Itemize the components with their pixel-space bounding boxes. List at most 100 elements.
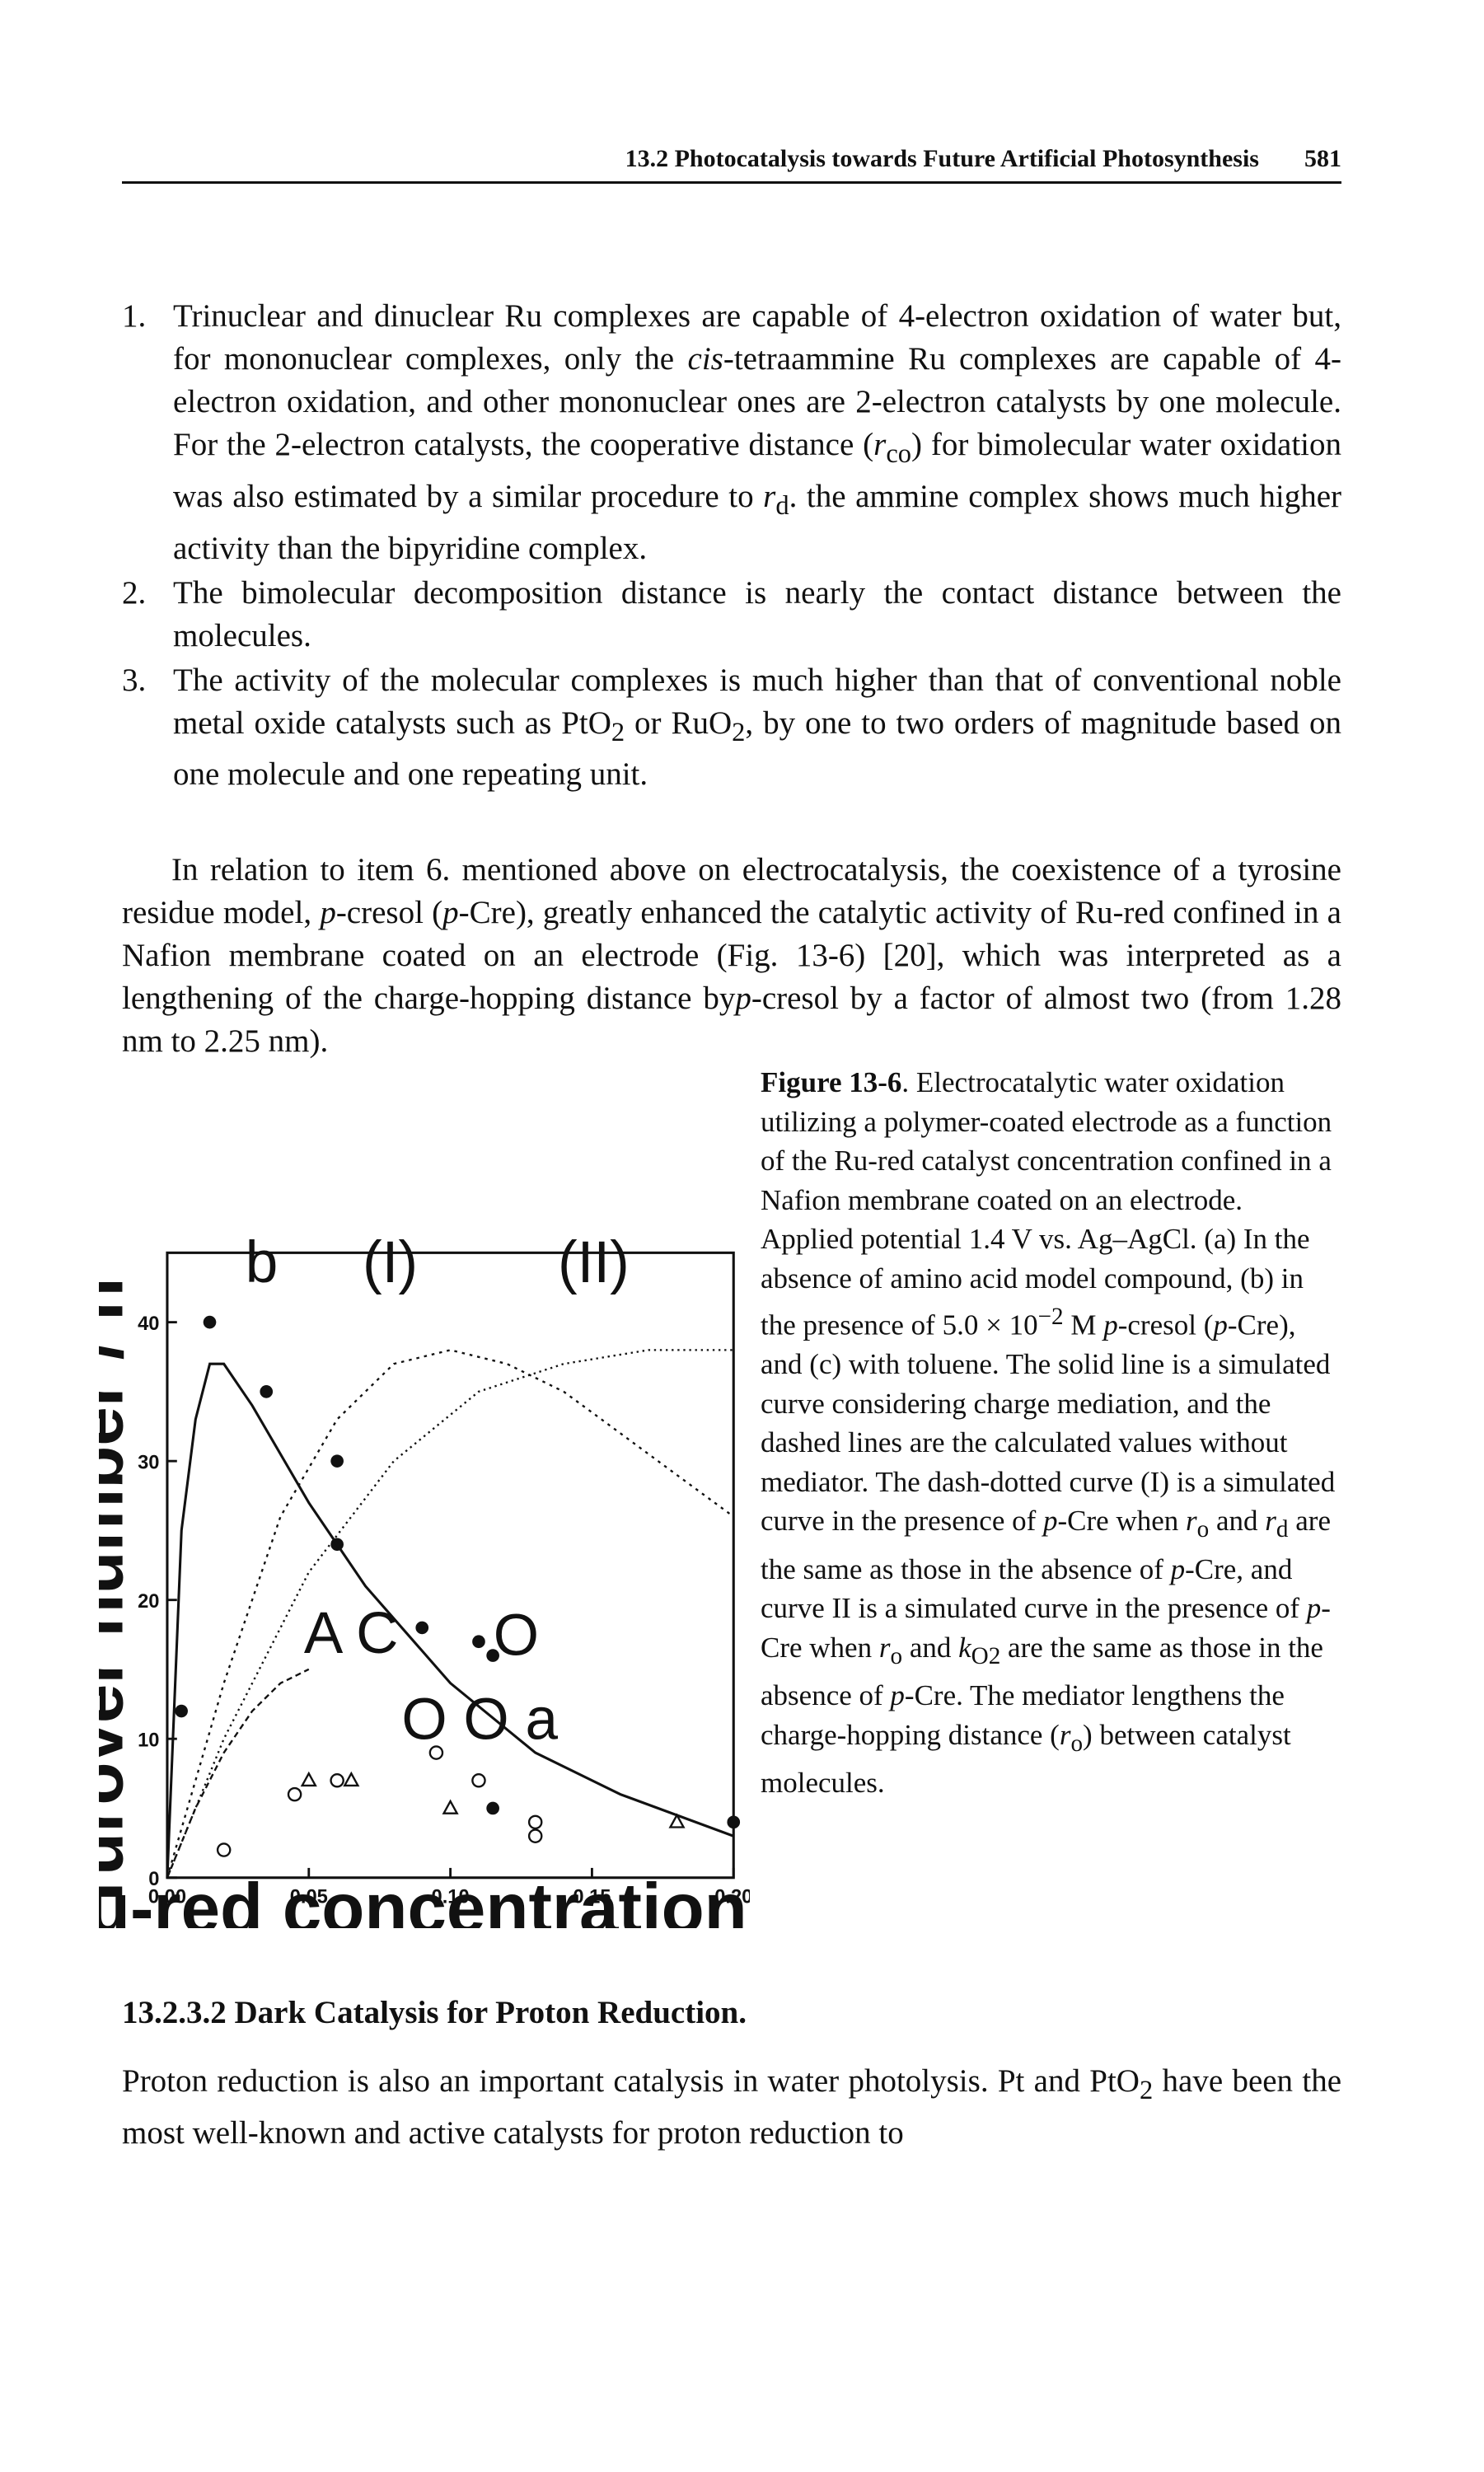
list-number: 3. <box>122 662 147 698</box>
text-run: . the ammine complex shows much higher a… <box>173 478 1341 566</box>
text-run: 2 <box>1139 2075 1154 2105</box>
text-run: o <box>1070 1730 1084 1757</box>
data-point-filled <box>330 1454 344 1468</box>
text-run: p <box>320 895 336 930</box>
text-run: or RuO <box>625 705 733 741</box>
chart-annotation: (II) <box>558 1230 630 1295</box>
figure-13-6: 0.000.050.100.150.20010203040Ru-red conc… <box>36 1145 864 1948</box>
text-run: cis <box>687 341 723 377</box>
chart-annotation: (I) <box>363 1230 418 1295</box>
data-point-triangle <box>668 1813 686 1828</box>
data-point-filled <box>415 1621 429 1635</box>
section-heading: 13.2.3.2 Dark Catalysis for Proton Reduc… <box>122 1995 747 2030</box>
y-tick-label: 40 <box>138 1313 159 1335</box>
text-run: r <box>878 1631 891 1664</box>
text-run: The bimolecular decomposition distance i… <box>173 574 1341 653</box>
text-run: are the same as those in the absence of <box>761 1631 1323 1712</box>
text-run: -Cre when <box>1057 1505 1187 1538</box>
text-run: o <box>1196 1516 1210 1543</box>
text-run: p <box>1043 1505 1058 1538</box>
text-run: -Cre. The mediator lengthens the charge-… <box>761 1679 1285 1751</box>
y-tick-label: 10 <box>138 1730 159 1752</box>
y-tick-label: 30 <box>138 1453 159 1474</box>
y-tick-label: 20 <box>138 1591 159 1613</box>
text-run: -tetraammine Ru complexes are capable of… <box>173 341 1342 462</box>
data-point-filled <box>175 1704 188 1718</box>
data-point-filled <box>727 1815 741 1829</box>
body-paragraph-2: Proton reduction is also an important ca… <box>122 2060 1341 2155</box>
text-run: p <box>735 981 751 1016</box>
plot-frame <box>166 1251 735 1880</box>
data-point-filled <box>486 1801 499 1815</box>
text-run: co <box>886 438 911 469</box>
text-run: 2 <box>732 717 746 747</box>
text-run: Figure 13-6 <box>761 1066 902 1098</box>
x-tick-label: 0.10 <box>432 1887 470 1908</box>
x-axis-label: Ru-red concentration / M <box>99 1870 750 1928</box>
text-run: In relation to item 6. mentioned above o… <box>122 852 1341 930</box>
text-run: Trinuclear and dinuclear Ru complexes ar… <box>173 298 1341 377</box>
text-run: -Cre, and curve II is a simulated curve … <box>761 1552 1307 1625</box>
text-run: -Cre), greatly enhanced the catalytic ac… <box>122 895 1341 1016</box>
text-run: −2 <box>1037 1304 1064 1330</box>
text-run: p <box>1170 1552 1186 1585</box>
chart-annotation: b <box>246 1230 279 1295</box>
data-point-filled <box>203 1315 217 1329</box>
text-run: r <box>1059 1718 1071 1751</box>
text-run: are the same as those in the absence of <box>761 1505 1331 1585</box>
list-item: 3. The activity of the molecular complexe… <box>122 659 1341 797</box>
body-paragraph-1: In relation to item 6. mentioned above o… <box>122 849 1341 1063</box>
text-run: -cresol ( <box>1117 1309 1214 1341</box>
data-point-open <box>287 1786 302 1802</box>
data-point-filled <box>486 1649 499 1662</box>
text-run: p <box>1213 1309 1228 1341</box>
text-run: -Cre), and (c) with toluene. The solid l… <box>761 1309 1336 1538</box>
text-run: and <box>1209 1505 1266 1538</box>
chart-annotation: A C <box>304 1601 399 1666</box>
text-run: p <box>890 1679 905 1712</box>
page-number: 581 <box>1304 145 1341 172</box>
data-point-open <box>428 1745 444 1760</box>
text-run: ) for bimolecular water oxidation was al… <box>173 427 1341 514</box>
text-run: -Cre when <box>761 1592 1331 1664</box>
series-line-dashed <box>166 1668 310 1879</box>
numbered-list: 1.Trinuclear and dinuclear Ru complexes … <box>122 295 1341 798</box>
x-tick-label: 0.20 <box>714 1887 750 1908</box>
chart-annotation: O <box>494 1604 539 1669</box>
text-run: r <box>873 427 887 462</box>
text-run: , by one to two orders of magnitude base… <box>173 705 1341 793</box>
text-run: d <box>1276 1516 1289 1543</box>
data-point-open <box>527 1814 543 1830</box>
text-run: o <box>890 1642 903 1669</box>
text-run: ) between catalyst molecules. <box>761 1718 1291 1800</box>
data-point-open <box>471 1773 486 1788</box>
text-run: k <box>958 1631 971 1664</box>
text-run: have been the most well-known and active… <box>122 2063 1342 2151</box>
data-point-triangle <box>343 1771 360 1787</box>
header-title: 13.2 Photocatalysis towards Future Artif… <box>625 145 1259 172</box>
x-tick-label: 0.00 <box>148 1887 186 1908</box>
text-run: . Electrocatalytic water oxidation utili… <box>761 1066 1332 1341</box>
data-point-filled <box>472 1635 485 1649</box>
data-point-filled <box>260 1385 274 1398</box>
data-point-open <box>527 1828 543 1843</box>
text-run: r <box>1186 1505 1197 1538</box>
text-run: Proton reduction is also an important ca… <box>122 2063 1140 2099</box>
text-run: The activity of the molecular complexes … <box>173 662 1341 741</box>
list-number: 2. <box>122 574 147 611</box>
text-run: 2 <box>611 717 625 747</box>
text-run: d <box>775 490 789 521</box>
text-run: -cresol ( <box>335 895 443 930</box>
list-item: 1.Trinuclear and dinuclear Ru complexes … <box>122 295 1341 570</box>
list-item: 2. The bimolecular decomposition distance… <box>122 572 1341 658</box>
text-run: -cresol by a factor of almost two (from … <box>122 981 1341 1059</box>
data-point-open <box>216 1842 232 1857</box>
series-line-dash-dotted <box>166 1349 734 1879</box>
running-header: 13.2 Photocatalysis towards Future Artif… <box>122 145 1341 184</box>
text-run: M <box>1063 1309 1104 1341</box>
turnover-chart: 0.000.050.100.150.20010203040Ru-red conc… <box>36 1217 864 1948</box>
chart-annotation: O O a <box>401 1687 558 1752</box>
y-tick-label: 0 <box>148 1869 159 1890</box>
text-run: r <box>1265 1505 1276 1538</box>
text-run: r <box>763 478 776 514</box>
